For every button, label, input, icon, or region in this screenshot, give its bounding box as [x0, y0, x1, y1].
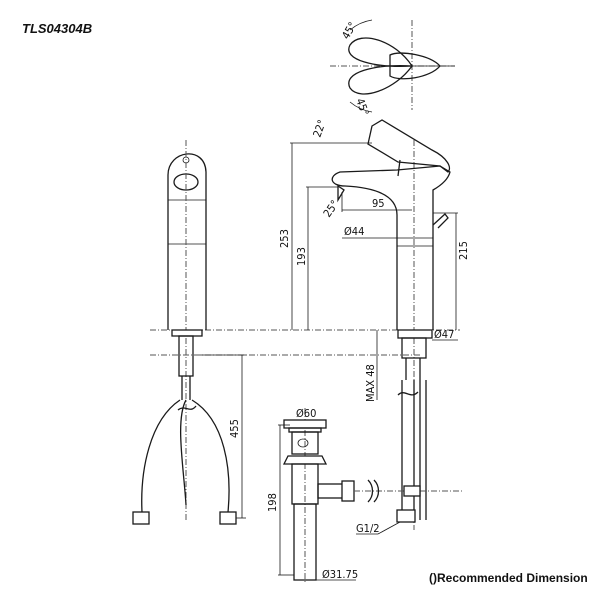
spout-angle-label: 25° [321, 198, 342, 220]
lever-angle-label: 22° [311, 118, 329, 139]
base-diameter-label: Ø47 [434, 328, 454, 341]
top-angle-lower: 45° [353, 97, 371, 118]
connection-thread-label: G1/2 [356, 522, 380, 535]
drain-height-label: 198 [266, 493, 279, 512]
recommended-dimension-note: ()Recommended Dimension [429, 571, 588, 585]
spout-reach-label: 95 [372, 197, 385, 210]
pop-up-drain: 198 Ø60 Ø31.75 G1/2 [266, 407, 462, 582]
model-number: TLS04304B [22, 21, 92, 36]
body-height-label: 215 [457, 241, 470, 260]
total-height-label: 253 [278, 229, 291, 248]
top-view: 45° 45° [330, 19, 455, 118]
drain-tail-diameter-label: Ø31.75 [322, 568, 358, 581]
hose-length-label: 455 [228, 419, 241, 438]
drain-cap-diameter-label: Ø60 [296, 407, 316, 420]
front-view: 455 [132, 140, 246, 525]
body-diameter-label: Ø44 [344, 225, 364, 238]
max-counter-thickness-label: MAX 48 [364, 364, 377, 402]
top-angle-upper: 45° [339, 20, 359, 42]
side-view: 253 193 215 95 Ø44 Ø47 22° 25° MAX 48 [278, 118, 470, 530]
spout-height-label: 193 [295, 247, 308, 266]
